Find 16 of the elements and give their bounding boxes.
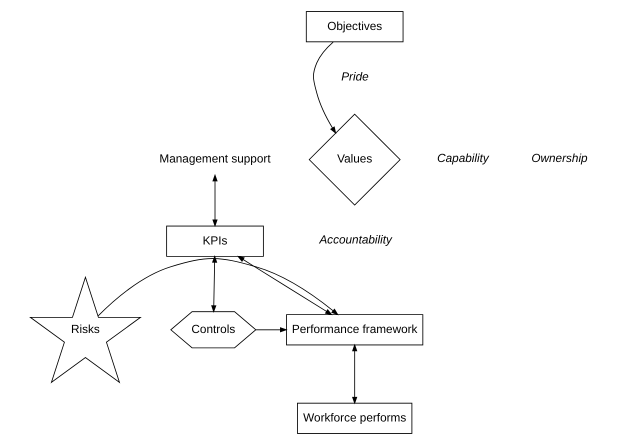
node-box: KPIs <box>166 226 264 257</box>
node-box: Objectives <box>306 11 404 42</box>
node-label: Capability <box>437 152 489 165</box>
node-text: Management support <box>159 152 271 166</box>
node-diamond: Values <box>308 114 401 206</box>
arrow <box>313 42 336 134</box>
arrow <box>211 255 218 313</box>
node-label: Accountability <box>319 233 392 246</box>
node-box: Performance framework <box>286 314 424 346</box>
arrow <box>352 344 358 404</box>
node-label: Ownership <box>531 152 588 165</box>
arrow <box>236 256 333 316</box>
arrow <box>212 174 218 228</box>
node-label: Pride <box>341 70 369 84</box>
node-box: Workforce performs <box>297 402 412 434</box>
arrow <box>255 327 288 332</box>
